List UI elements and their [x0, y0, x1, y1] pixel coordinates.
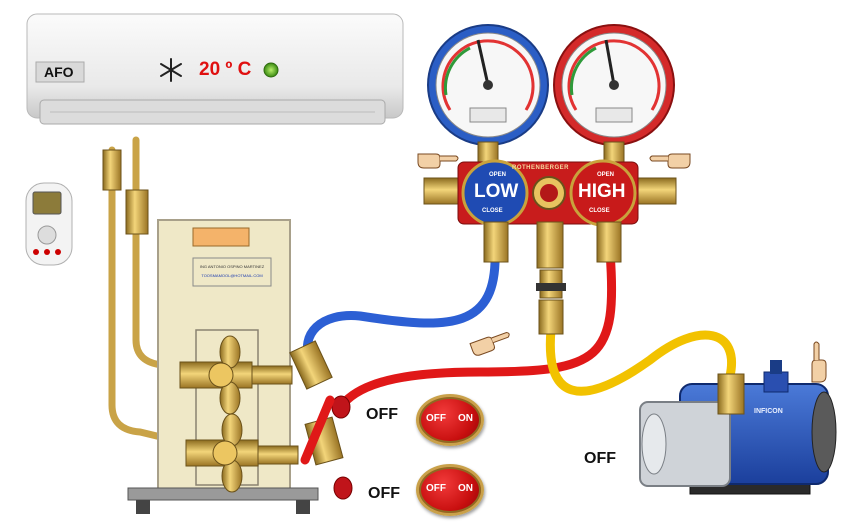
hose-valve-knob	[333, 476, 353, 500]
vacuum-pump	[639, 360, 837, 495]
high-knob-label: HIGH	[578, 181, 626, 202]
manifold-brand: ROTHENBERGER	[512, 165, 570, 171]
high-open-label: OPEN	[597, 172, 615, 178]
hose-valve-knob	[331, 395, 351, 419]
hose-coupler	[289, 340, 333, 390]
high-side-gauge	[553, 24, 675, 146]
pointing-hand-icon	[811, 341, 827, 383]
high-close-label: CLOSE	[589, 208, 610, 214]
indoor-unit-temperature: 20 º C	[199, 59, 252, 80]
valve-1-toggle[interactable]: OFF ON	[416, 394, 484, 446]
valve-2-off-label: OFF	[426, 483, 446, 494]
snowflake-icon	[160, 58, 182, 82]
service-hose	[545, 325, 736, 396]
nameplate-email: TOOSMAMOOL@HOTMAIL.COM	[201, 273, 263, 278]
valve-2-status: OFF	[368, 485, 400, 502]
valve-1-status: OFF	[366, 406, 398, 423]
flare-nut	[102, 149, 122, 191]
low-knob-label: LOW	[474, 181, 519, 202]
outdoor-unit-base	[127, 487, 319, 501]
flare-nut	[125, 189, 149, 235]
high-pressure-hose	[335, 247, 617, 413]
outdoor-unit-nameplate	[192, 257, 272, 287]
valve-2-toggle[interactable]: OFF ON	[416, 464, 484, 516]
low-close-label: CLOSE	[482, 208, 503, 214]
valve-1-on-label: ON	[458, 413, 473, 424]
high-pressure-hose-end	[300, 395, 335, 465]
nameplate-owner: ING ANTONIO OSPINO MARTINEZ	[199, 264, 265, 269]
power-led-icon	[263, 62, 279, 78]
low-open-label: OPEN	[489, 172, 507, 178]
valve-2-on-label: ON	[458, 483, 473, 494]
pointing-hand-icon	[469, 332, 510, 356]
valve-1-off-label: OFF	[426, 413, 446, 424]
outdoor-unit-handle	[192, 227, 250, 247]
service-valve-liquid	[185, 413, 299, 493]
brand-plate	[35, 61, 85, 83]
manifold-gauge-set	[423, 24, 677, 335]
service-valve-suction	[179, 335, 293, 415]
remote-control	[25, 182, 73, 266]
vacuum-pump-brand: INFICON	[754, 408, 783, 415]
vacuum-pump-status: OFF	[584, 450, 616, 467]
remote-display	[32, 191, 62, 215]
pointing-hand-icon	[649, 153, 691, 169]
low-pressure-hose	[303, 245, 500, 365]
pointing-hand-icon	[417, 153, 459, 169]
low-side-gauge	[427, 24, 549, 146]
indoor-unit	[26, 13, 404, 125]
indoor-unit-brand: AFO	[44, 64, 74, 80]
